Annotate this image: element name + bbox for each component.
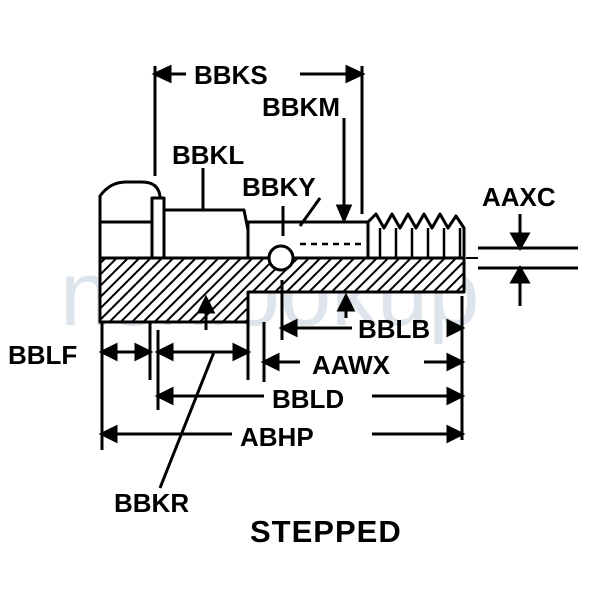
figure-caption: STEPPED [250,514,402,549]
bbky-leader [281,197,322,236]
label-bbks: BBKS [194,60,268,90]
label-aaxc: AAXC [482,182,556,212]
internal-arrows [196,292,356,330]
label-aawx: AAWX [312,350,391,380]
thread-profile [366,212,466,260]
label-bbkl: BBKL [172,140,244,170]
label-bblb: BBLB [358,314,430,344]
bbkr-dimension [154,322,252,489]
bbkm-leader [335,118,353,224]
fitting-drawing [98,180,478,324]
label-bblf: BBLF [8,340,77,370]
thread-crests [378,228,462,258]
aaxc-dimension [478,214,578,306]
reduced-neck [246,220,370,260]
bblb-dimension [278,280,466,440]
abhp-dimension [98,424,466,444]
label-bbky: BBKY [242,172,316,202]
bbld-dimension [154,386,466,406]
cross-hole [267,244,295,272]
label-bbld: BBLD [272,384,344,414]
label-bbkm: BBKM [262,92,340,122]
bbks-dimension [151,64,366,214]
label-abhp: ABHP [240,422,314,452]
shank-upper [162,208,250,260]
label-bbkr: BBKR [114,488,189,518]
bblf-dimension [98,322,154,450]
aawx-dimension [260,322,466,382]
